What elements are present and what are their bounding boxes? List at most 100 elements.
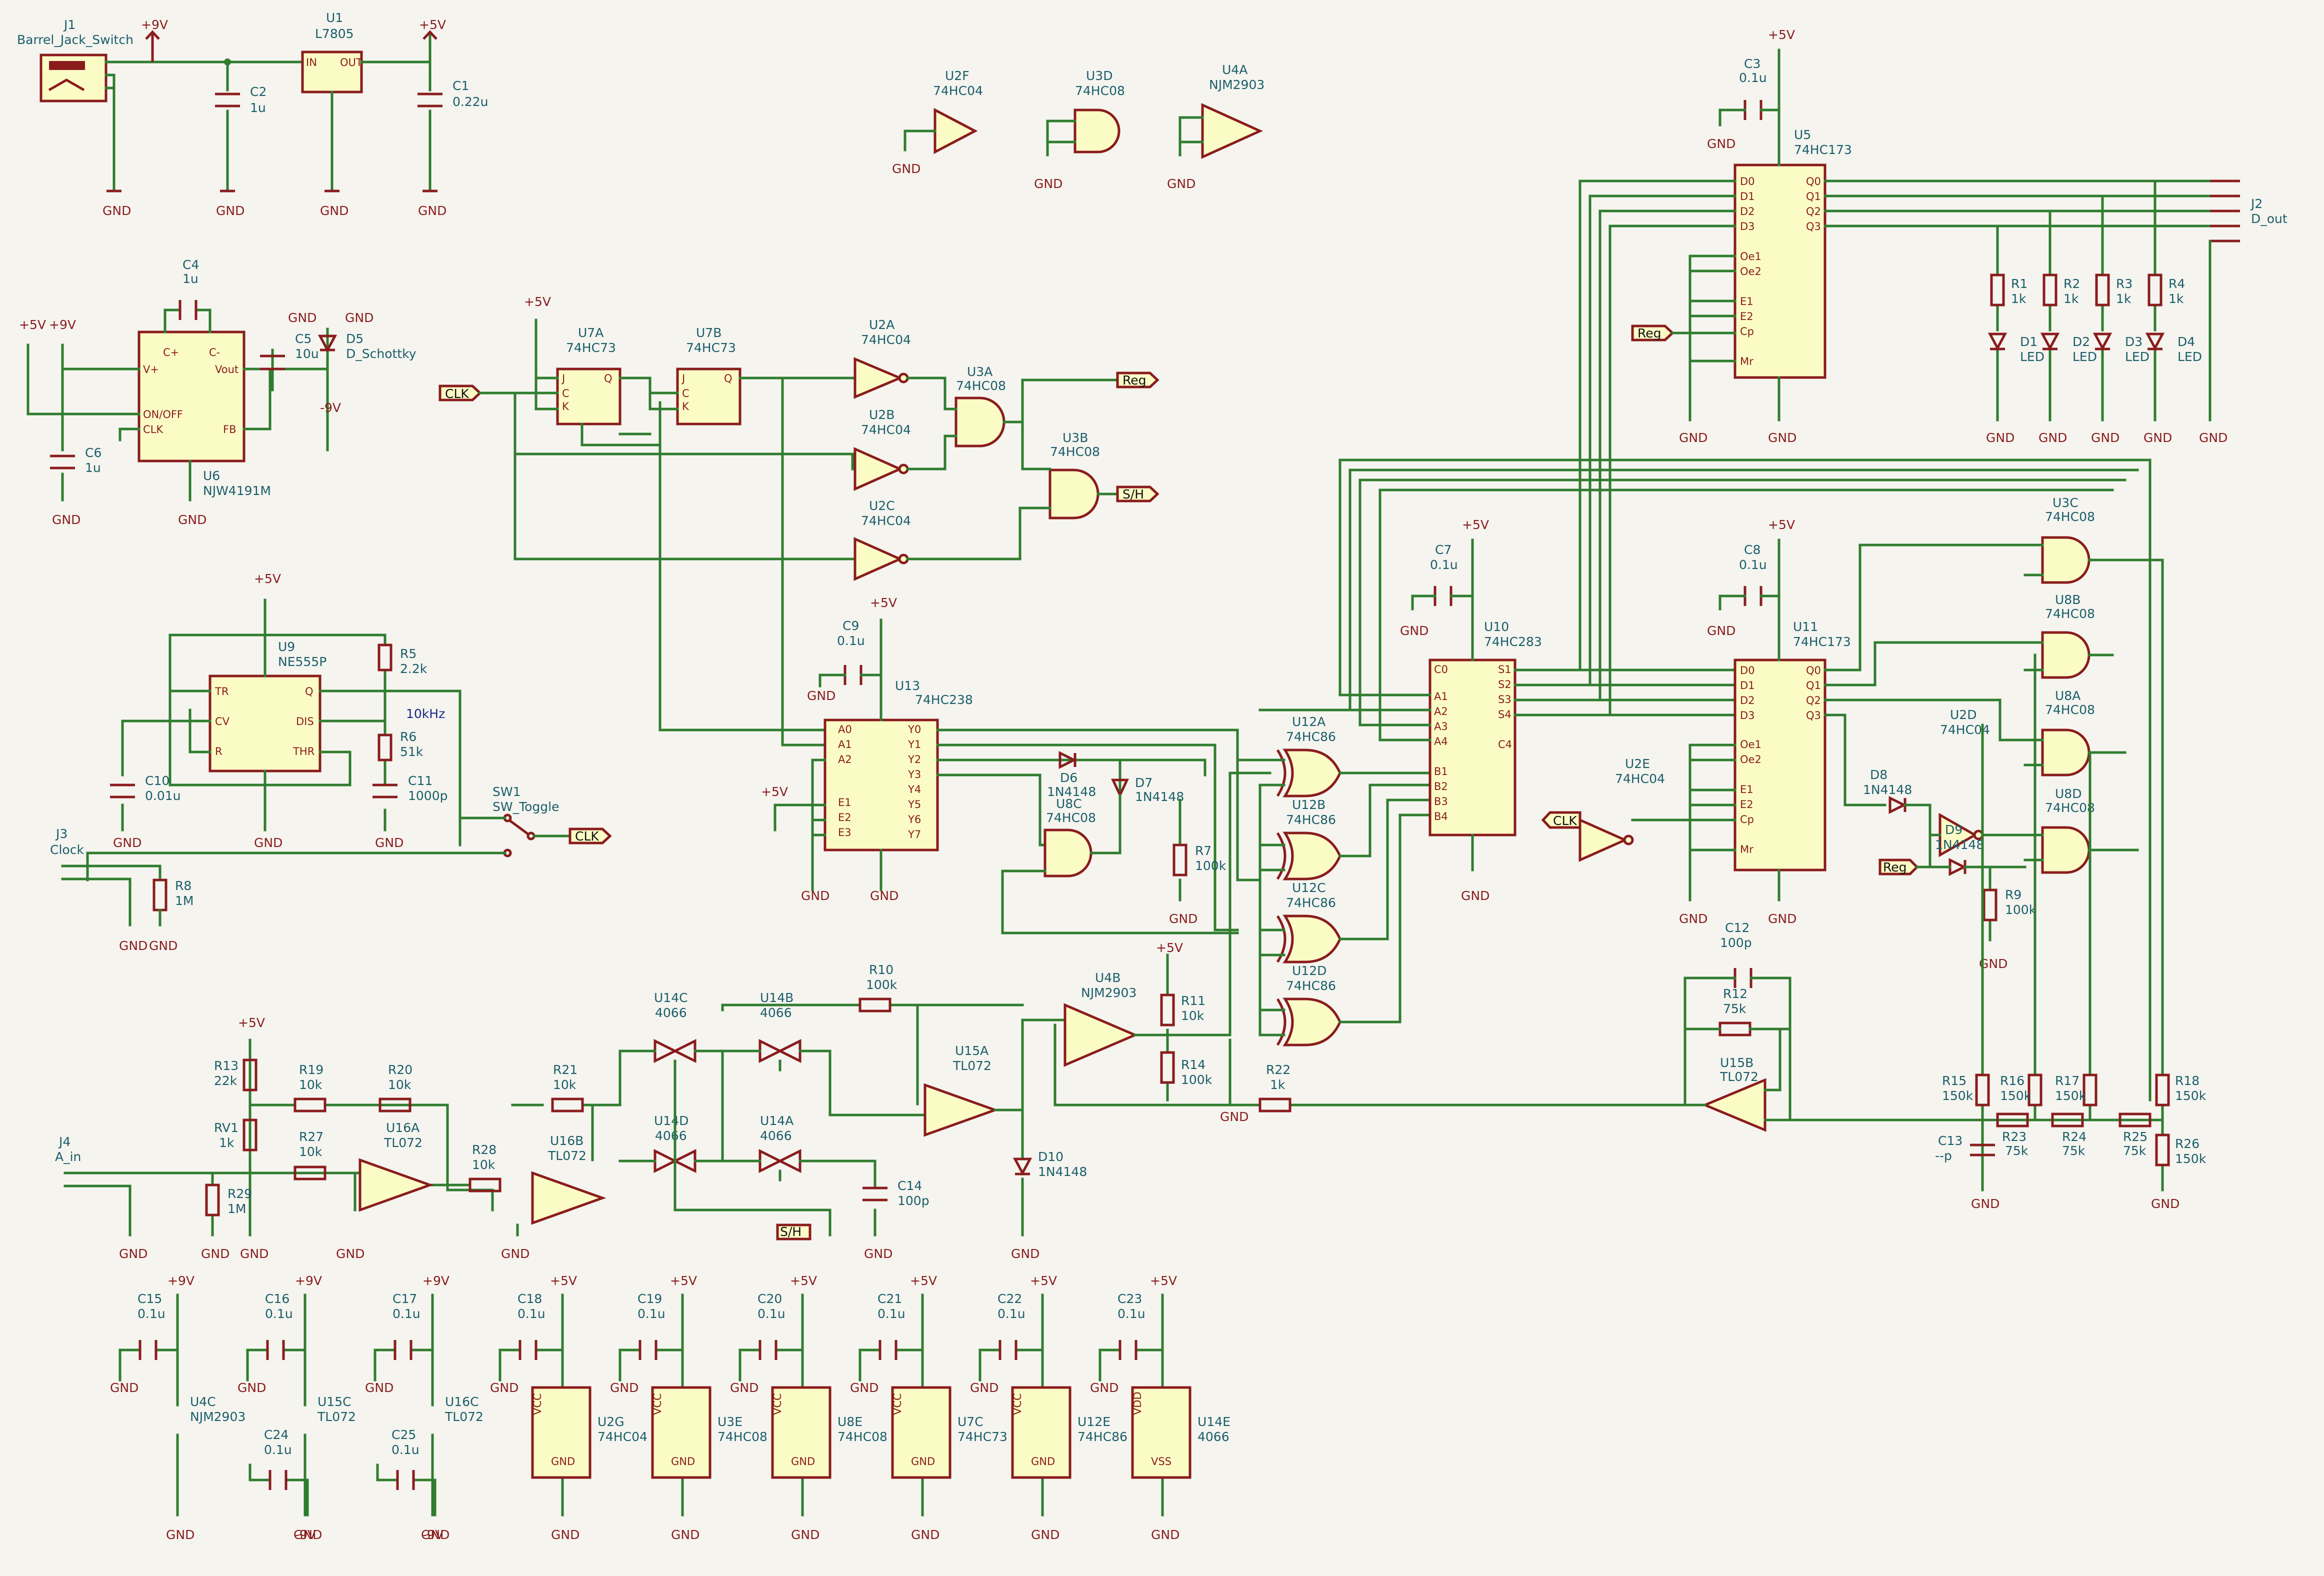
resistor-r24[interactable] [2051, 1112, 2084, 1128]
analog-switch-u14a[interactable] [758, 1148, 802, 1174]
logic-bypass-capacitor[interactable] [638, 1340, 658, 1360]
and-gate-u8c[interactable] [1044, 828, 1092, 878]
resistor-r14[interactable] [1160, 1051, 1175, 1084]
logic-ic-power-unit[interactable] [531, 1386, 592, 1479]
logic-bypass-capacitor[interactable] [1118, 1340, 1138, 1360]
resistor-r26[interactable] [2155, 1134, 2170, 1166]
capacitor-c2[interactable] [215, 92, 240, 108]
and-gate-u8d[interactable] [2041, 826, 2090, 874]
potentiometer-rv1[interactable] [242, 1118, 258, 1152]
logic-ic-power-unit[interactable] [891, 1386, 952, 1479]
charge-pump-u6[interactable] [138, 330, 246, 462]
diode-d8[interactable] [1888, 796, 1907, 814]
clk-netlabel-u11[interactable] [1541, 811, 1582, 829]
bypass-capacitor[interactable] [394, 1340, 412, 1360]
capacitor-c7[interactable] [1434, 586, 1452, 606]
led-d3-icon[interactable] [2092, 332, 2112, 351]
inverter-u2e[interactable] [1578, 818, 1628, 862]
resistor-r7[interactable] [1172, 844, 1188, 876]
inverter-u2a[interactable] [854, 357, 904, 399]
resistor-r1[interactable] [1990, 274, 2005, 306]
capacitor-c10[interactable] [110, 784, 135, 798]
logic-ic-power-unit[interactable] [771, 1386, 832, 1479]
led-d2-icon[interactable] [2040, 332, 2060, 351]
adder-u10[interactable] [1428, 658, 1516, 836]
diode-d7[interactable] [1111, 778, 1129, 798]
and-gate-u3a[interactable] [954, 396, 1006, 448]
reg-netlabel-d9[interactable] [1878, 858, 1919, 876]
neg-bypass-capacitor[interactable] [396, 1470, 415, 1490]
neg-bypass-capacitor[interactable] [268, 1470, 288, 1490]
reg-netlabel-u5[interactable] [1631, 324, 1674, 342]
comparator-u4a[interactable] [1201, 103, 1264, 159]
inverter-u2f[interactable] [934, 108, 978, 154]
led-d1-icon[interactable] [1988, 332, 2008, 351]
logic-bypass-capacitor[interactable] [878, 1340, 898, 1360]
capacitor-c5[interactable] [260, 354, 285, 370]
logic-ic-power-unit[interactable] [651, 1386, 712, 1479]
capacitor-c8[interactable] [1744, 586, 1762, 606]
resistor-r21[interactable] [551, 1098, 584, 1112]
logic-ic-power-unit[interactable] [1131, 1386, 1192, 1479]
logic-bypass-capacitor[interactable] [518, 1340, 538, 1360]
resistor-r5[interactable] [378, 644, 392, 672]
logic-bypass-capacitor[interactable] [758, 1340, 778, 1360]
sh-netlabel-switch[interactable] [776, 1224, 812, 1240]
reg-netlabel[interactable] [1116, 372, 1160, 388]
resistor-r3[interactable] [2095, 274, 2110, 306]
capacitor-c3[interactable] [1744, 100, 1762, 120]
capacitor-c14[interactable] [862, 1186, 888, 1202]
inverter-u2c[interactable] [854, 537, 904, 581]
resistor-r17[interactable] [2082, 1074, 2098, 1106]
comparator-u4b[interactable] [1064, 1003, 1138, 1067]
capacitor-c1[interactable] [418, 92, 442, 108]
xor-gate-u12c[interactable] [1276, 914, 1342, 964]
and-gate-u3c[interactable] [2041, 536, 2090, 584]
resistor-r27[interactable] [294, 1166, 326, 1180]
resistor-r11[interactable] [1160, 994, 1175, 1026]
resistor-r22[interactable] [1258, 1098, 1292, 1112]
capacitor-c6[interactable] [50, 454, 75, 470]
xor-gate-u12b[interactable] [1276, 832, 1342, 880]
resistor-r8[interactable] [152, 878, 168, 912]
resistor-r16[interactable] [2028, 1074, 2042, 1106]
clk-input-netlabel[interactable] [438, 384, 482, 402]
bypass-capacitor[interactable] [138, 1340, 158, 1360]
and-gate-u3b[interactable] [1048, 468, 1100, 520]
resistor-r25[interactable] [2118, 1112, 2152, 1128]
inverter-u2b[interactable] [854, 447, 904, 491]
resistor-r15[interactable] [1975, 1074, 1990, 1106]
and-gate-u8a[interactable] [2041, 728, 2090, 776]
resistor-r2[interactable] [2042, 274, 2058, 306]
resistor-r28[interactable] [468, 1178, 502, 1192]
capacitor-c13[interactable] [1970, 1144, 1995, 1156]
resistor-r10[interactable] [858, 998, 892, 1012]
capacitor-c11[interactable] [372, 784, 398, 798]
resistor-r20[interactable] [378, 1098, 412, 1112]
jk-flipflop-u7b[interactable] [676, 368, 742, 426]
output-connector-j2[interactable] [2210, 180, 2240, 242]
capacitor-c9[interactable] [844, 665, 862, 685]
diode-d9[interactable] [1948, 858, 1967, 876]
resistor-r18[interactable] [2155, 1074, 2170, 1106]
resistor-r9[interactable] [1982, 888, 1998, 922]
resistor-r13[interactable] [242, 1058, 258, 1092]
decoder-u13[interactable] [824, 718, 939, 852]
resistor-r4[interactable] [2148, 274, 2162, 306]
opamp-u15a[interactable] [924, 1083, 999, 1137]
capacitor-c12[interactable] [1734, 968, 1752, 988]
analog-switch-u14b[interactable] [758, 1038, 802, 1064]
resistor-r23[interactable] [1996, 1112, 2029, 1128]
resistor-r12[interactable] [1718, 1022, 1752, 1036]
opamp-u16b[interactable] [531, 1171, 606, 1225]
and-gate-u3d[interactable] [1074, 108, 1120, 154]
capacitor-c4[interactable] [178, 300, 198, 320]
schottky-diode-d5[interactable] [318, 334, 338, 353]
analog-switch-u14c[interactable] [654, 1038, 696, 1064]
jk-flipflop-u7a[interactable] [556, 368, 622, 426]
logic-bypass-capacitor[interactable] [998, 1340, 1018, 1360]
xor-gate-u12a[interactable] [1276, 748, 1342, 798]
resistor-r29[interactable] [205, 1184, 220, 1216]
diode-d6[interactable] [1058, 750, 1077, 770]
opamp-u15b[interactable] [1702, 1078, 1766, 1132]
